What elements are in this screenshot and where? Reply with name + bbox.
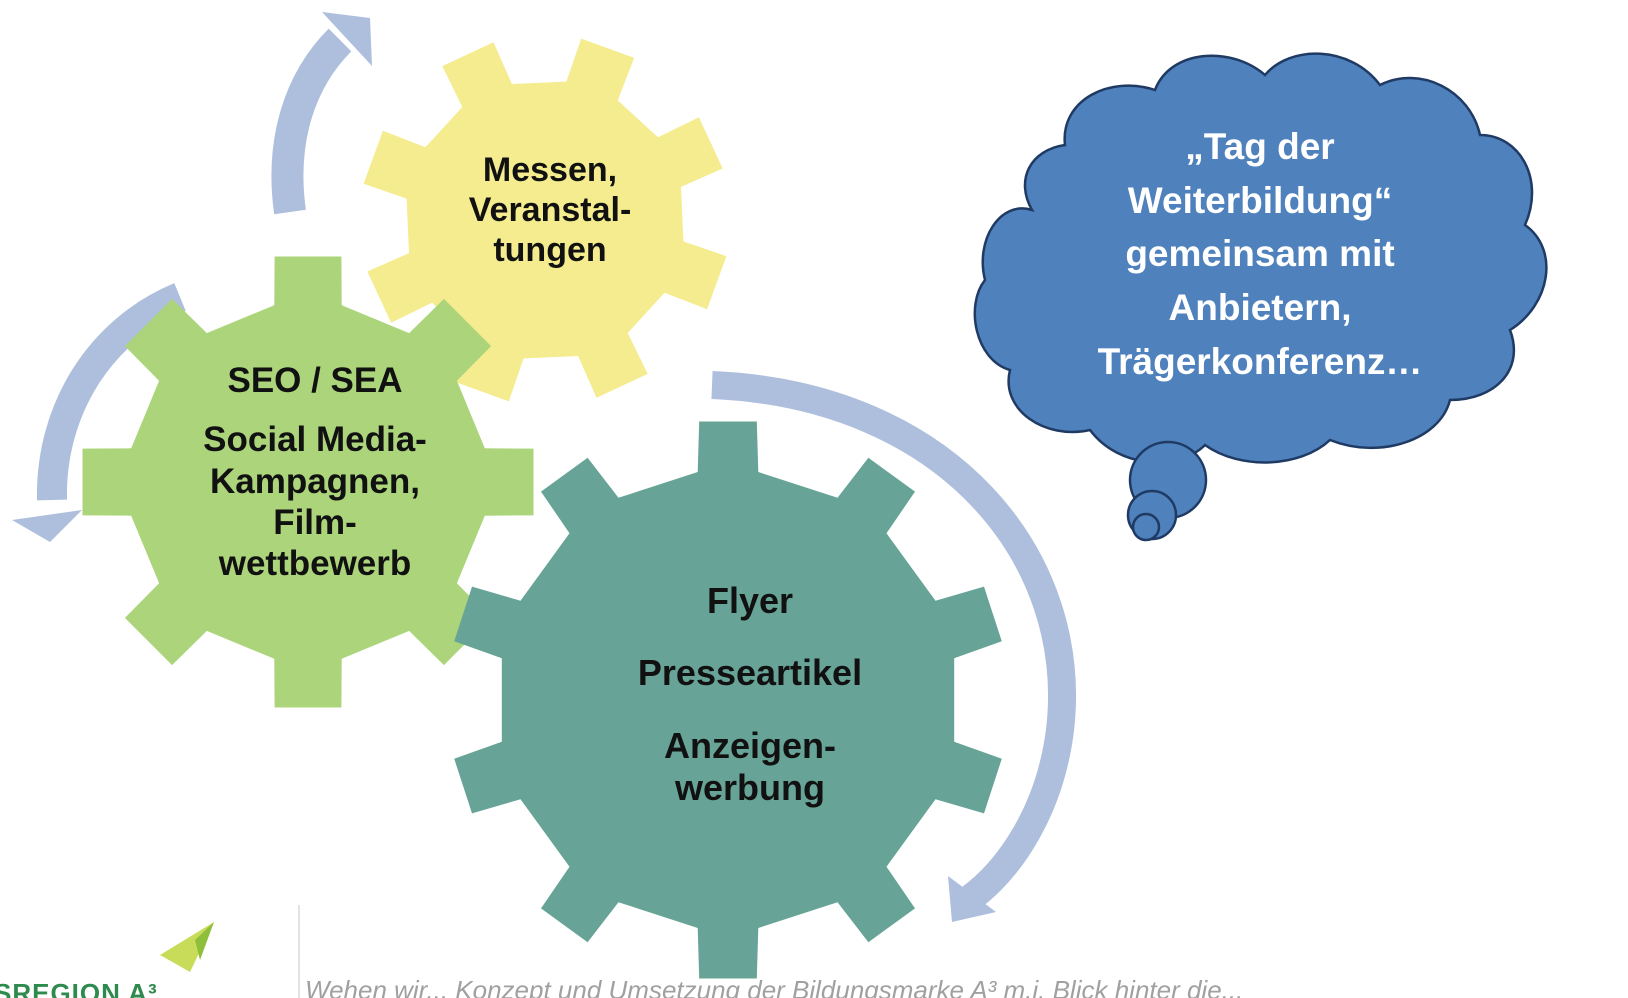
arrow-top-arc xyxy=(271,28,352,215)
gear-flyer xyxy=(454,421,1002,979)
gear-seo-title: SEO / SEA xyxy=(227,361,403,400)
gear-flyer-line-3: Anzeigen- xyxy=(663,724,836,766)
cloud-line-1: „Tag der xyxy=(1185,126,1335,167)
arrow-top-head xyxy=(322,12,372,66)
footer-note: Wehen wir... Konzept und Umsetzung der B… xyxy=(305,975,1244,998)
gear-seo-line-1: Social Media- xyxy=(203,420,427,460)
logo-swoosh xyxy=(160,922,214,972)
logo-wordmark: SREGION A³ xyxy=(0,978,158,998)
gear-seo-label: SEO / SEA Social Media- Kampagnen, Film-… xyxy=(170,360,460,584)
thought-cloud xyxy=(973,52,1548,542)
gear-flyer-line-4: werbung xyxy=(675,767,825,809)
cloud-bubble-small xyxy=(1131,512,1161,542)
arrow-left-arc xyxy=(36,283,187,501)
thought-cloud-label: „Tag der Weiterbildung“ gemeinsam mit An… xyxy=(1090,120,1430,388)
arrow-right-arc xyxy=(711,371,1076,912)
gear-flyer-shape xyxy=(454,421,1002,979)
gear-seo xyxy=(82,256,534,708)
cloud-shape xyxy=(973,52,1548,464)
cycle-arrows xyxy=(12,12,1076,922)
cloud-line-4: Anbietern, xyxy=(1168,286,1352,328)
logo-mark xyxy=(160,922,214,972)
gear-messen-label: Messen, Veranstal- tungen xyxy=(430,150,670,270)
gear-seo-line-2: Kampagnen, xyxy=(209,461,421,501)
gear-seo-shape xyxy=(82,256,534,708)
cloud-line-2: Weiterbildung“ xyxy=(1127,179,1393,221)
gear-flyer-line-1: Flyer xyxy=(706,580,794,621)
arrow-right-head xyxy=(948,876,996,922)
footer-divider xyxy=(298,905,300,998)
gear-messen-line-2: Veranstal- xyxy=(468,191,632,230)
gear-messen-line-1: Messen, xyxy=(482,151,618,189)
cloud-line-5: Trägerkonferenz… xyxy=(1097,340,1423,382)
gear-flyer-label: Flyer Presseartikel Anzeigen- werbung xyxy=(560,580,940,810)
cloud-line-3: gemeinsam mit xyxy=(1125,233,1395,275)
gear-seo-line-4: wettbewerb xyxy=(218,544,412,584)
gear-messen-line-3: tungen xyxy=(493,231,607,270)
gear-seo-line-3: Film- xyxy=(273,502,357,542)
arrow-left-head xyxy=(12,510,82,542)
gear-flyer-line-2: Presseartikel xyxy=(637,652,863,694)
logo-swoosh-accent xyxy=(195,922,214,960)
